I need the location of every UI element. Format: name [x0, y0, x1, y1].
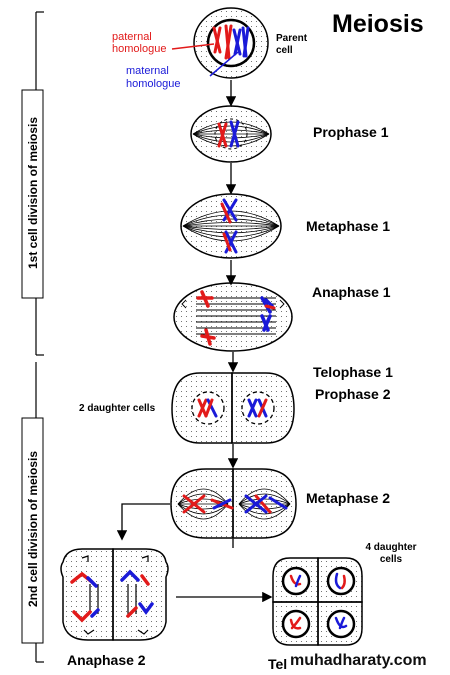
four-daughter-cells-label: 4 daughter cells	[365, 542, 417, 565]
prophase-1-cell	[190, 105, 272, 163]
two-daughter-cells-label: 2 daughter cells	[79, 403, 156, 414]
paternal-homologue-label: paternal homologue	[112, 31, 167, 55]
second-division-label: 2nd cell division of meiosis	[26, 450, 40, 608]
prophase-1-label: Prophase 1	[313, 124, 389, 140]
parent-cell-label: Parent cell	[276, 33, 308, 56]
anaphase-1-label: Anaphase 1	[312, 284, 391, 300]
first-division-box	[21, 89, 44, 299]
anaphase-2-label: Anaphase 2	[67, 652, 146, 668]
metaphase-2-cells	[170, 468, 297, 539]
watermark: muhadharaty.com	[290, 652, 427, 669]
anaphase-2-cells	[60, 548, 169, 641]
second-division-box	[21, 417, 44, 644]
paternal-pointer	[171, 43, 215, 50]
telophase-1-label: Telophase 1	[313, 364, 393, 380]
parent-cell	[193, 7, 269, 79]
prophase-2-label: Prophase 2	[315, 386, 391, 402]
maternal-homologue-label: maternal homologue	[126, 65, 181, 90]
telophase-2-cells	[272, 557, 363, 646]
metaphase-2-label: Metaphase 2	[306, 490, 391, 506]
metaphase-1-cell	[180, 193, 282, 259]
diagram-title: Meiosis	[332, 10, 424, 38]
first-division-label: 1st cell division of meiosis	[26, 116, 40, 270]
metaphase-1-label: Metaphase 1	[306, 218, 391, 234]
anaphase-1-cell	[173, 282, 293, 352]
telophase-1-cells	[171, 372, 295, 444]
telophase-2-partial-label: Tel	[268, 656, 288, 672]
maternal-pointer	[209, 51, 239, 77]
